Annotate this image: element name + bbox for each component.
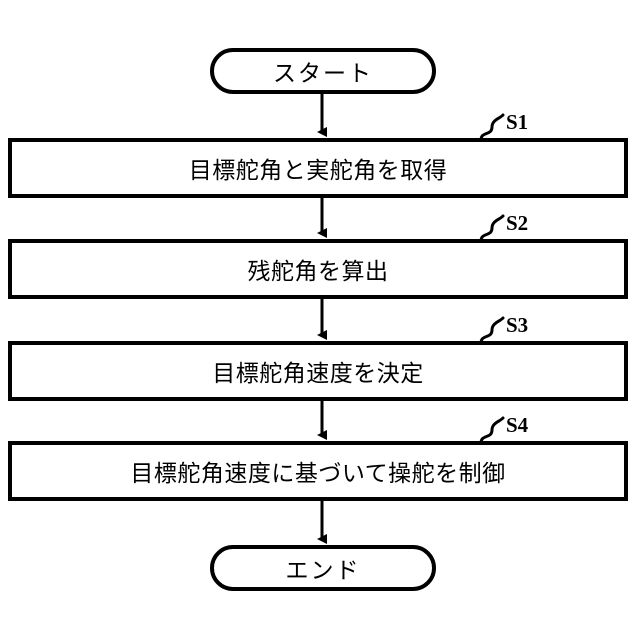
node-s4-shape bbox=[8, 441, 628, 501]
leader-line-s3 bbox=[479, 316, 505, 345]
node-s1-shape bbox=[8, 138, 628, 198]
leader-line-s1 bbox=[479, 113, 505, 142]
leader-line-s2 bbox=[479, 214, 505, 243]
leader-line-s4 bbox=[479, 416, 505, 445]
step-label-s3: S3 bbox=[506, 313, 529, 337]
step-label-s1: S1 bbox=[506, 110, 529, 134]
node-start-shape bbox=[210, 48, 436, 94]
step-label-s4: S4 bbox=[506, 413, 529, 437]
node-s2-shape bbox=[8, 239, 628, 299]
node-end-shape bbox=[210, 545, 436, 591]
step-label-s2: S2 bbox=[506, 211, 529, 235]
node-s3-shape bbox=[8, 341, 628, 401]
